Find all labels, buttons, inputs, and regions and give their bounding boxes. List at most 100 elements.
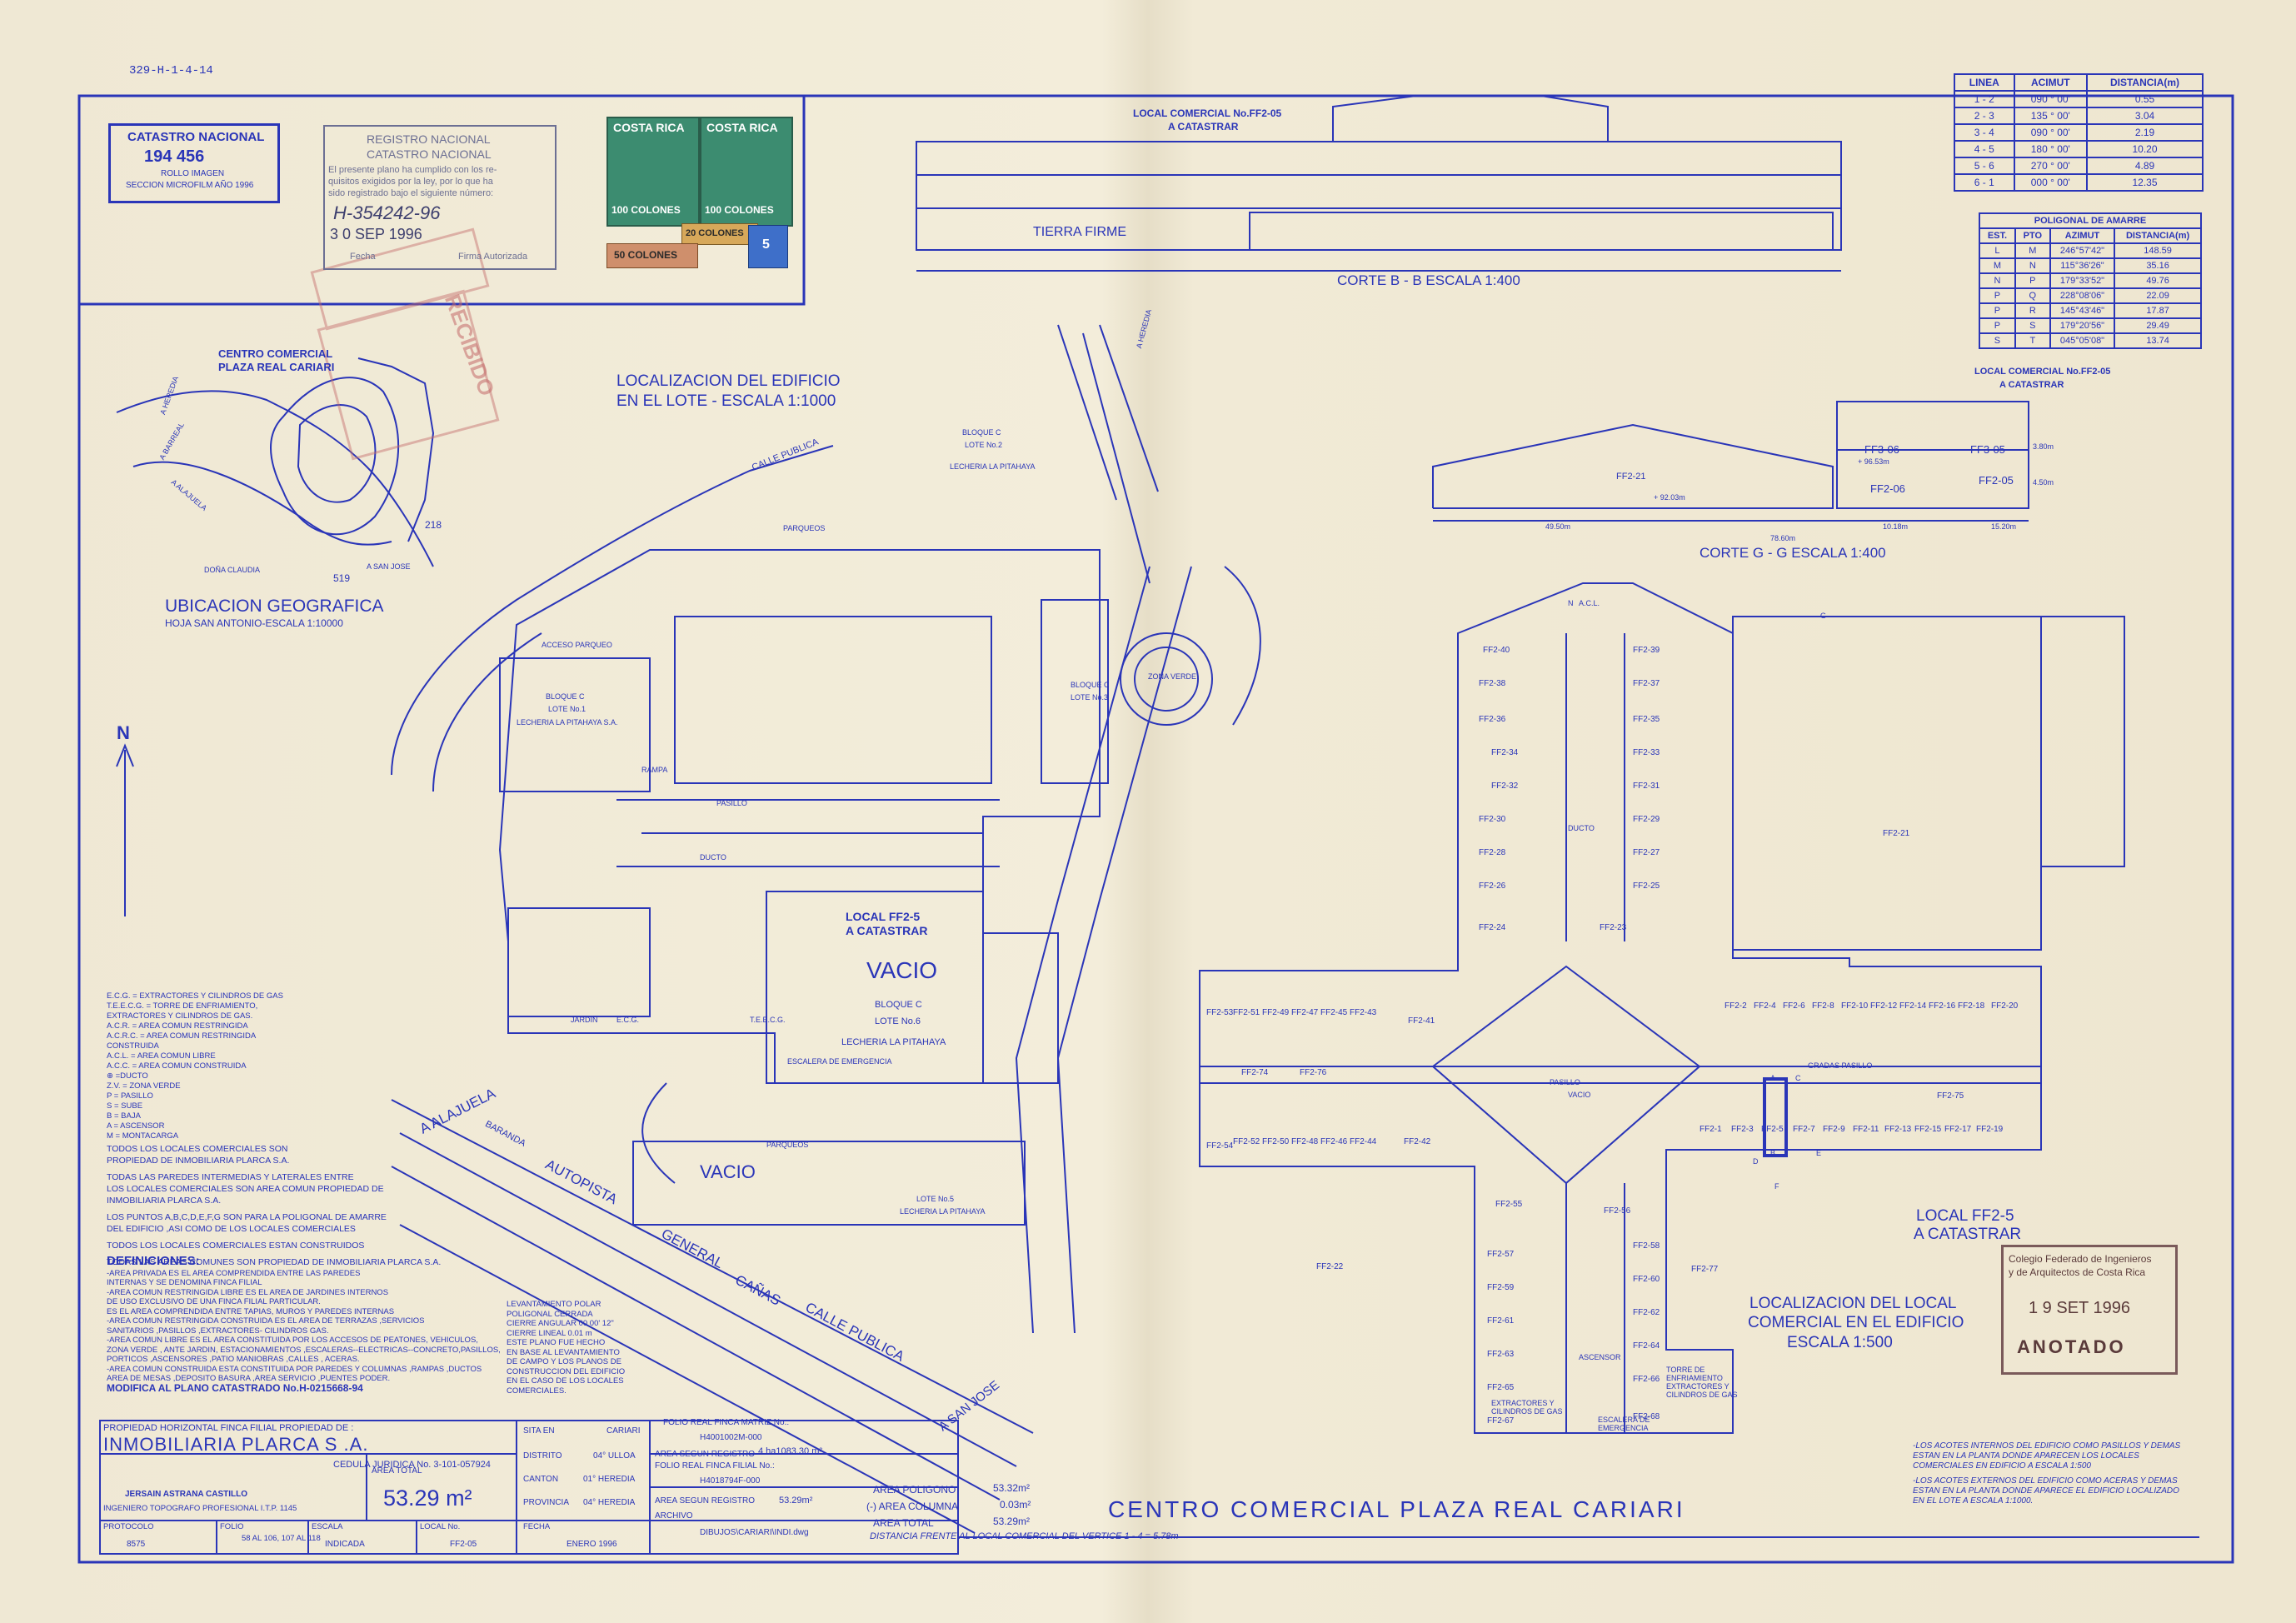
- floor-unit-label: FF2-42: [1404, 1137, 1431, 1146]
- tb-protocolo: 8575: [127, 1540, 146, 1549]
- corte-gg-room-ff3-05: FF3-05: [1970, 443, 2005, 456]
- area-poligono: 53.32m²: [993, 1482, 1031, 1494]
- nota-line: INMOBILIARIA PLARCA S.A.: [107, 1196, 222, 1206]
- floor-unit-label: FF2-23: [1600, 923, 1627, 932]
- registro-title1: REGISTRO NACIONAL: [367, 132, 491, 146]
- tb-area-registro-matriz-label: AREA SEGUN REGISTRO: [655, 1450, 756, 1459]
- floor-misc-label: B: [1770, 1149, 1776, 1157]
- localizacion-edificio-title2: EN EL LOTE - ESCALA 1:1000: [616, 392, 836, 410]
- ubicacion-title: UBICACION GEOGRAFICA: [165, 597, 384, 616]
- abrev-line: S = SUBE: [107, 1101, 143, 1111]
- est-cell: S: [1979, 332, 2016, 349]
- registro-title2: CATASTRO NACIONAL: [367, 147, 492, 161]
- floor-unit-label: FF2-60: [1633, 1275, 1660, 1284]
- tb-folio-matriz-label: FOLIO REAL FINCA MATRIZ No.:: [663, 1418, 790, 1427]
- site-vacio: VACIO: [866, 957, 938, 983]
- site-acceso-parqueo: ACCESO PARQUEO: [542, 641, 612, 649]
- corte-bb-title: CORTE B - B ESCALA 1:400: [1337, 272, 1520, 288]
- abrev-line: Z.V. = ZONA VERDE: [107, 1081, 181, 1091]
- site-lote-6: LOTE No.6: [875, 1016, 921, 1026]
- poligonal-header-cell: DISTANCIA(m): [2114, 227, 2202, 244]
- poligonal-header: EST. PTO AZIMUT DISTANCIA(m): [1979, 227, 2202, 244]
- def-line: -AREA PRIVADA ES EL AREA COMPRENDIDA ENT…: [107, 1268, 361, 1278]
- floor-unit-label: FF2-45: [1320, 1008, 1348, 1017]
- tb-canton-label: CANTON: [523, 1475, 559, 1484]
- abrev-line: M = MONTACARGA: [107, 1131, 179, 1141]
- area-total-label: AREA TOTAL: [873, 1517, 934, 1529]
- line-table-header-cell: ACIMUT: [2013, 73, 2089, 92]
- tb-cedula: CEDULA JURIDICA No. 3-101-057924: [333, 1460, 491, 1470]
- pto-cell: N: [2014, 257, 2051, 274]
- floor-unit-label: FF2-68: [1633, 1412, 1660, 1421]
- floor-unit-label: FF2-63: [1487, 1350, 1515, 1359]
- tb-area-registro-filial-label: AREA SEGUN REGISTRO: [655, 1496, 756, 1506]
- floor-unit-label: FF2-17: [1944, 1125, 1972, 1134]
- location-map: [116, 357, 435, 567]
- pto-cell: P: [2014, 272, 2051, 289]
- tb-fecha-label: FECHA: [523, 1522, 551, 1531]
- corte-gg-room-ff2-21: FF2-21: [1616, 472, 1646, 482]
- nota-line: DEL EDIFICIO ,ASI COMO DE LOS LOCALES CO…: [107, 1224, 356, 1234]
- corte-gg-room-ff3-06: FF3-06: [1864, 443, 1899, 456]
- floor-unit-label: FF2-1: [1700, 1125, 1722, 1134]
- corte-gg-dim: 78.60m: [1770, 534, 1796, 542]
- area-columna-label: (-) AREA COLUMNA: [866, 1501, 959, 1512]
- floor-unit-label: FF2-55: [1495, 1200, 1523, 1209]
- colegio-date: 1 9 SET 1996: [2029, 1299, 2130, 1317]
- acimut-cell: 000 ° 00': [2013, 173, 2089, 192]
- floor-misc-label: VACIO: [1568, 1091, 1591, 1099]
- registro-body2: quisitos exigidos por la ley, por lo que…: [328, 177, 493, 187]
- floor-unit-label: FF2-22: [1316, 1262, 1344, 1271]
- distancia-cell: 35.16: [2114, 257, 2202, 274]
- tb-sita-en: CARIARI: [606, 1426, 641, 1436]
- distancia-cell: 2.19: [2086, 123, 2204, 142]
- revenue-stamp-5: 5: [748, 225, 788, 268]
- corte-bb-tierra-label: TIERRA FIRME: [1033, 225, 1127, 239]
- line-table-header: LINEA ACIMUT DISTANCIA(m): [1954, 73, 2204, 92]
- est-cell: N: [1979, 272, 2016, 289]
- colegio-label: ANOTADO: [2017, 1336, 2126, 1357]
- floor-unit-label: FF2-7: [1793, 1125, 1815, 1134]
- levantamiento-line: EN EL CASO DE LOS LOCALES: [507, 1376, 624, 1386]
- levantamiento-line: CONSTRUCCION DEL EDIFICIO: [507, 1366, 626, 1376]
- floor-unit-label: FF2-25: [1633, 881, 1660, 891]
- abrev-line: CONSTRUIDA: [107, 1041, 159, 1051]
- corte-gg-dim: 4.50m: [2033, 478, 2054, 487]
- floor-unit-label: FF2-20: [1991, 1001, 2019, 1011]
- azimut-cell: 045°05'08": [2049, 332, 2116, 349]
- distancia-cell: 12.35: [2086, 173, 2204, 192]
- tb-archivo: DIBUJOS\CARIARI\INDI.dwg: [700, 1528, 809, 1537]
- acote-line: ESTAN EN LA PLANTA DONDE APARECEN LOS LO…: [1913, 1451, 2139, 1461]
- distancia-cell: 148.59: [2114, 242, 2202, 259]
- stamp1-value: 100 COLONES: [611, 204, 681, 216]
- site-teecg: T.E.E.C.G.: [750, 1016, 786, 1024]
- corte-gg-catastrar-label: A CATASTRAR: [1999, 380, 2064, 390]
- abrev-line: ⊕ =DUCTO: [107, 1071, 148, 1081]
- def-line: SANITARIOS ,PASILLOS ,EXTRACTORES- CILIN…: [107, 1326, 329, 1336]
- area-distancia: DISTANCIA FRENTE AL LOCAL COMERCIAL DEL …: [870, 1531, 1179, 1541]
- ubicacion-n519: 519: [333, 572, 351, 584]
- floor-unit-label: FF2-19: [1976, 1125, 2004, 1134]
- floor-unit-label: FF2-35: [1633, 715, 1660, 724]
- levantamiento-line: CIERRE LINEAL 0.01 m: [507, 1328, 592, 1338]
- floor-unit-label: FF2-53: [1206, 1008, 1234, 1017]
- corte-gg-title: CORTE G - G ESCALA 1:400: [1700, 545, 1886, 561]
- distancia-cell: 0.55: [2086, 90, 2204, 108]
- tb-escala: INDICADA: [325, 1540, 365, 1549]
- levantamiento: LEVANTAMIENTO POLAR POLIGONAL CERRADA CI…: [507, 1300, 625, 1396]
- distancia-cell: 3.04: [2086, 107, 2204, 125]
- main-title: CENTRO COMERCIAL PLAZA REAL CARIARI: [1108, 1496, 1685, 1522]
- corte-gg-dim: 49.50m: [1545, 522, 1571, 531]
- file-code: 329-H-1-4-14: [129, 64, 213, 77]
- tb-surveyor-title: INGENIERO TOPOGRAFO PROFESIONAL I.T.P. 1…: [103, 1504, 297, 1513]
- abrev-line: A.C.R.C. = AREA COMUN RESTRINGIDA: [107, 1031, 257, 1041]
- floor-unit-label: FF2-12: [1870, 1001, 1898, 1011]
- floor-unit-label: FF2-33: [1633, 748, 1660, 757]
- pto-cell: Q: [2014, 287, 2051, 304]
- abreviaturas: E.C.G. = EXTRACTORES Y CILINDROS DE GAS …: [107, 991, 283, 1141]
